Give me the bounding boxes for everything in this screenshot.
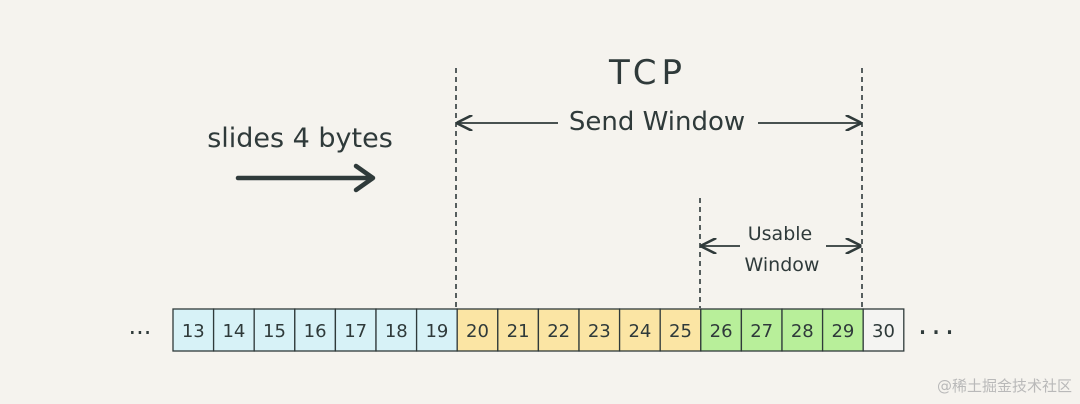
byte-cell-label: 22 xyxy=(547,321,570,342)
byte-cell-label: 30 xyxy=(872,321,895,342)
byte-cell-label: 29 xyxy=(831,321,854,342)
byte-cell-label: 25 xyxy=(669,321,692,342)
byte-cell-box xyxy=(781,308,824,352)
byte-cell-24: 24 xyxy=(618,308,661,352)
byte-cell-21: 21 xyxy=(497,308,540,352)
byte-cell-label: 15 xyxy=(263,321,286,342)
byte-cell-box xyxy=(537,308,580,352)
byte-cell-box xyxy=(578,308,621,352)
byte-cell-label: 14 xyxy=(222,321,245,342)
byte-cell-label: 27 xyxy=(750,321,773,342)
slide-arrow-head-icon xyxy=(353,163,376,193)
byte-cell-box xyxy=(497,308,540,352)
byte-cell-18: 18 xyxy=(375,308,418,352)
byte-cell-box xyxy=(659,308,702,352)
byte-cell-23: 23 xyxy=(578,308,621,352)
watermark: @稀土掘金技术社区 xyxy=(936,377,1072,395)
byte-cell-box xyxy=(212,308,255,352)
byte-cell-label: 13 xyxy=(182,321,205,342)
byte-cell-box xyxy=(862,308,905,352)
byte-cell-box xyxy=(821,308,864,352)
byte-cell-label: 21 xyxy=(507,321,530,342)
byte-cell-box xyxy=(375,308,418,352)
slide-label: slides 4 bytes xyxy=(207,123,393,154)
byte-cell-14: 14 xyxy=(212,308,255,352)
byte-cell-30: 30 xyxy=(862,308,905,352)
byte-cell-label: 18 xyxy=(385,321,408,342)
ellipsis-right: ... xyxy=(918,307,959,342)
ellipsis-left: ... xyxy=(129,312,152,340)
byte-cell-25: 25 xyxy=(659,308,702,352)
send-window-label: Send Window xyxy=(569,107,745,137)
title-tcp: TCP xyxy=(608,53,687,93)
byte-cell-label: 20 xyxy=(466,321,489,342)
usable-window-label-line1: Usable xyxy=(748,223,812,245)
byte-cell-26: 26 xyxy=(700,308,743,352)
byte-sequence: 13 14 15 16 17 18 19 20 21 22 23 24 25 26 27 28 29 30 xyxy=(172,308,905,352)
usable-window-label-line2: Window xyxy=(745,254,820,276)
byte-cell-17: 17 xyxy=(334,308,377,352)
byte-cell-29: 29 xyxy=(821,308,864,352)
byte-cell-box xyxy=(415,308,458,352)
byte-cell-label: 23 xyxy=(588,321,611,342)
byte-cell-16: 16 xyxy=(294,308,337,352)
byte-cell-label: 28 xyxy=(791,321,814,342)
byte-cell-box xyxy=(740,308,783,352)
byte-cell-label: 16 xyxy=(304,321,327,342)
byte-cell-22: 22 xyxy=(537,308,580,352)
byte-cell-13: 13 xyxy=(172,308,215,352)
byte-cell-box xyxy=(253,308,296,352)
byte-cell-label: 26 xyxy=(710,321,733,342)
byte-cell-19: 19 xyxy=(415,308,458,352)
byte-cell-27: 27 xyxy=(740,308,783,352)
byte-cell-label: 17 xyxy=(344,321,367,342)
byte-cell-label: 24 xyxy=(628,321,651,342)
byte-cell-box xyxy=(294,308,337,352)
byte-cell-20: 20 xyxy=(456,308,499,352)
byte-cell-28: 28 xyxy=(781,308,824,352)
byte-cell-box xyxy=(334,308,377,352)
byte-cell-label: 19 xyxy=(425,321,448,342)
byte-cell-15: 15 xyxy=(253,308,296,352)
